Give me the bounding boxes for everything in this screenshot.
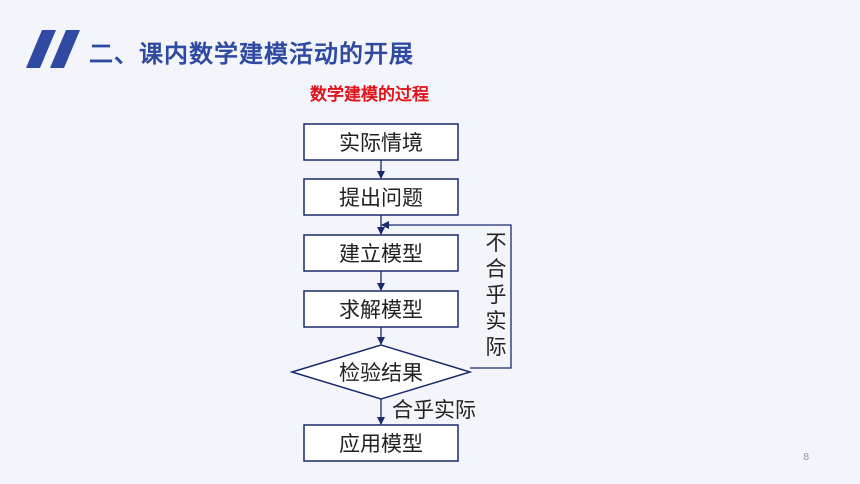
node-check-label: 检验结果 xyxy=(339,361,423,385)
pass-label: 合乎实际 xyxy=(392,398,476,422)
arrow-feedback-loop xyxy=(381,221,512,369)
node-question-label: 提出问题 xyxy=(339,186,423,210)
slide-title: 二、课内数学建模活动的开展 xyxy=(89,40,414,68)
node-build-box xyxy=(303,234,459,272)
node-build-label: 建立模型 xyxy=(339,242,423,266)
node-situation-box xyxy=(303,123,459,161)
node-situation-label: 实际情境 xyxy=(339,131,423,155)
node-apply-label: 应用模型 xyxy=(339,432,423,456)
feedback-label-char-3: 乎 xyxy=(486,283,507,307)
double-slash-icon xyxy=(26,30,80,68)
feedback-label-char-4: 实 xyxy=(486,309,507,333)
node-check-diamond xyxy=(289,344,473,400)
feedback-label-char-5: 际 xyxy=(486,335,507,359)
node-apply-box xyxy=(303,424,459,462)
page-number: 8 xyxy=(803,452,810,463)
feedback-label-char-2: 合 xyxy=(486,257,507,281)
node-question-box xyxy=(303,178,459,216)
feedback-label-char-1: 不 xyxy=(486,231,507,255)
node-solve-box xyxy=(303,290,459,328)
node-solve-label: 求解模型 xyxy=(339,298,423,322)
diagram-title: 数学建模的过程 xyxy=(310,85,429,105)
